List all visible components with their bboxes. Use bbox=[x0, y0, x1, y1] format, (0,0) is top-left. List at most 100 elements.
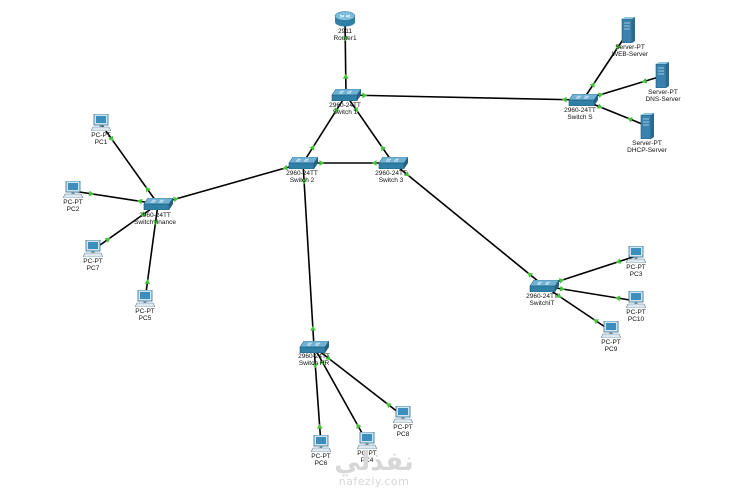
pc8-model: PC-PT bbox=[393, 424, 413, 431]
switch-finance-model: 2960-24TT bbox=[139, 212, 171, 219]
pc1-name: PC1 bbox=[94, 139, 108, 146]
switch-hr-icon[interactable] bbox=[299, 341, 329, 353]
switch-it-label: 2960-24TT SwitchIT bbox=[526, 293, 558, 307]
pc5-label: PC-PT PC5 bbox=[135, 308, 155, 322]
link-switch_it-pc10 bbox=[543, 285, 637, 302]
link-light-switch_s bbox=[597, 92, 604, 98]
link-light-pc8 bbox=[386, 402, 392, 409]
link-light-switch_hr bbox=[310, 325, 316, 331]
pc7-label: PC-PT PC7 bbox=[83, 258, 103, 272]
pc9-model: PC-PT bbox=[601, 339, 621, 346]
pc1-model: PC-PT bbox=[91, 132, 111, 139]
link-light-switch_finance bbox=[145, 186, 151, 193]
pc3-model: PC-PT bbox=[626, 264, 646, 271]
watermark-latin: nafezly.com bbox=[338, 475, 410, 488]
switch-s-label: 2960-24TT Switch S bbox=[564, 107, 596, 121]
switch3-label: 2960-24TT Switch 3 bbox=[375, 170, 407, 184]
dhcp-server-name: DHCP-Server bbox=[627, 147, 667, 154]
dhcp-server-icon[interactable] bbox=[640, 113, 654, 139]
switch2-model: 2960-24TT bbox=[286, 170, 318, 177]
link-light-pc10 bbox=[615, 295, 621, 302]
pc10-label: PC-PT PC10 bbox=[626, 309, 646, 323]
switch-finance-icon[interactable] bbox=[143, 198, 173, 210]
pc10-model: PC-PT bbox=[626, 309, 646, 316]
link-light-switch2 bbox=[282, 164, 288, 171]
pc3-icon[interactable] bbox=[626, 246, 646, 263]
pc8-label: PC-PT PC8 bbox=[393, 424, 413, 438]
dns-server-icon[interactable] bbox=[655, 62, 669, 88]
link-light-switch2 bbox=[319, 160, 325, 166]
switch-finance-label: 2960-24TT Switch finance bbox=[134, 212, 176, 226]
switch-hr-label: 2960-24TT Switch HR bbox=[298, 353, 330, 367]
pc4-name: PC4 bbox=[360, 457, 374, 464]
router-icon[interactable] bbox=[334, 11, 356, 27]
link-light-switch_finance bbox=[153, 219, 159, 226]
pc7-icon[interactable] bbox=[83, 240, 103, 257]
switch3-icon[interactable] bbox=[378, 157, 408, 169]
link-light-pc9 bbox=[593, 319, 599, 325]
link-light-pc5 bbox=[144, 278, 150, 285]
link-light-pc3 bbox=[615, 258, 622, 264]
link-light-switch_it bbox=[527, 272, 534, 278]
pc1-label: PC-PT PC1 bbox=[91, 132, 111, 146]
link-light-switch3 bbox=[380, 145, 387, 152]
link-router1-switch1 bbox=[344, 19, 347, 96]
switch-finance-name: Switch finance bbox=[134, 219, 176, 226]
pc9-icon[interactable] bbox=[601, 321, 621, 338]
link-light-switch2 bbox=[301, 179, 307, 185]
link-switch1-switch2 bbox=[302, 94, 347, 164]
switch3-model: 2960-24TT bbox=[375, 170, 407, 177]
pc8-icon[interactable] bbox=[393, 406, 413, 423]
link-light-switch_finance bbox=[173, 196, 179, 203]
link-light-router1 bbox=[342, 36, 349, 42]
web-server-icon[interactable] bbox=[621, 17, 635, 43]
link-light-switch_s bbox=[589, 82, 595, 88]
link-light-pc1 bbox=[108, 135, 114, 142]
web-server-label: Server-PT WEB-Server bbox=[612, 44, 648, 58]
pc6-label: PC-PT PC6 bbox=[311, 453, 331, 467]
switch2-icon[interactable] bbox=[288, 157, 318, 169]
link-light-switch_it bbox=[558, 278, 565, 284]
web-server-name: WEB-Server bbox=[611, 51, 649, 58]
pc3-label: PC-PT PC3 bbox=[626, 264, 646, 278]
switch1-icon[interactable] bbox=[331, 89, 361, 101]
link-switch3-switch_it bbox=[392, 162, 545, 287]
switch1-name: Switch 1 bbox=[332, 109, 358, 116]
dns-server-name: DNS-Server bbox=[645, 96, 681, 103]
pc2-label: PC-PT PC2 bbox=[63, 199, 83, 213]
switch-it-icon[interactable] bbox=[529, 280, 559, 292]
pc9-name: PC9 bbox=[604, 346, 618, 353]
pc3-name: PC3 bbox=[629, 271, 643, 278]
link-light-switch_hr bbox=[325, 354, 331, 361]
pc10-icon[interactable] bbox=[626, 291, 646, 308]
switch-hr-model: 2960-24TT bbox=[298, 353, 330, 360]
link-light-pc2 bbox=[88, 190, 95, 197]
link-light-web_server bbox=[616, 44, 622, 50]
link-light-pc6 bbox=[317, 423, 323, 429]
watermark: نفذلي nafezly.com bbox=[326, 448, 422, 488]
pc6-name: PC6 bbox=[314, 460, 328, 467]
link-switch_finance-pc5 bbox=[144, 203, 159, 301]
dhcp-server-label: Server-PT DHCP-Server bbox=[627, 140, 667, 154]
link-light-switch_finance bbox=[136, 198, 143, 205]
link-switch_finance-pc2 bbox=[72, 190, 159, 205]
web-server-model: Server-PT bbox=[615, 44, 645, 51]
pc1-icon[interactable] bbox=[91, 114, 111, 131]
pc5-model: PC-PT bbox=[135, 308, 155, 315]
link-switch_s-web_server bbox=[582, 31, 629, 101]
pc10-name: PC10 bbox=[627, 316, 645, 323]
link-light-switch2 bbox=[309, 145, 315, 151]
link-light-switch1 bbox=[334, 107, 340, 113]
links-layer bbox=[72, 19, 663, 446]
pc9-label: PC-PT PC9 bbox=[601, 339, 621, 353]
pc4-model: PC-PT bbox=[357, 450, 377, 457]
switch-s-icon[interactable] bbox=[568, 94, 598, 106]
link-light-switch_s bbox=[597, 103, 603, 109]
pc5-icon[interactable] bbox=[135, 290, 155, 307]
pc7-model: PC-PT bbox=[83, 258, 103, 265]
link-light-switch_it bbox=[559, 285, 565, 292]
switch3-name: Switch 3 bbox=[378, 177, 404, 184]
router1-label: 2911 Router1 bbox=[333, 28, 356, 42]
pc8-name: PC8 bbox=[396, 431, 410, 438]
pc2-icon[interactable] bbox=[63, 181, 83, 198]
